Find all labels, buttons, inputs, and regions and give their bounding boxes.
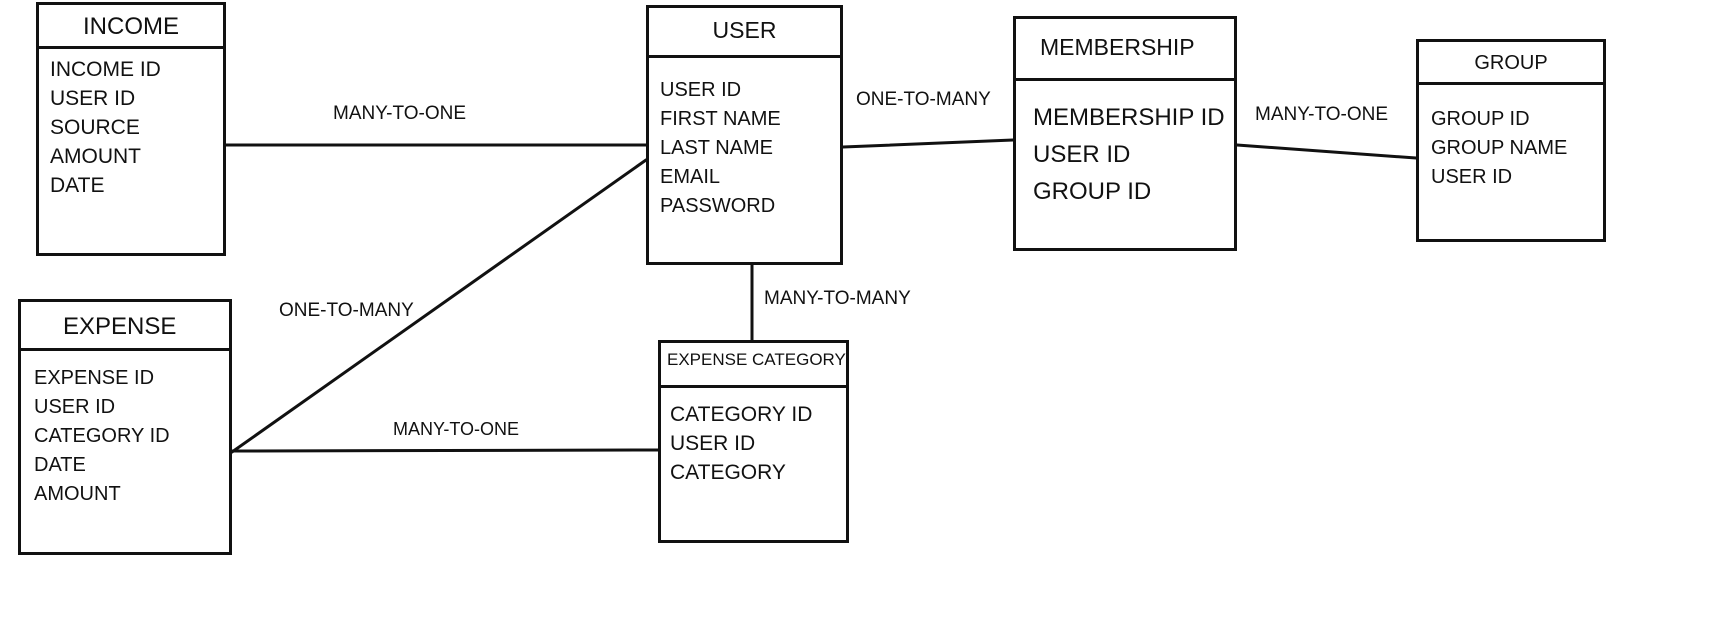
field-item: DATE [50, 174, 105, 197]
field-item: USER ID [670, 432, 756, 455]
entity-title: GROUP [1419, 42, 1603, 85]
field-item: USER ID [1431, 166, 1513, 188]
field-item: LAST NAME [660, 137, 773, 159]
entity-title: EXPENSE CATEGORY [661, 343, 846, 388]
relationship-label-membership-group: MANY-TO-ONE [1255, 104, 1389, 125]
entity-group: GROUP GROUP ID GROUP NAME USER ID [1416, 39, 1606, 242]
field-item: EXPENSE ID [34, 367, 155, 389]
entity-expense-category: EXPENSE CATEGORY CATEGORY ID USER ID CAT… [658, 340, 849, 543]
field-item: MEMBERSHIP ID [1033, 104, 1225, 131]
relationship-label-user-membership: ONE-TO-MANY [856, 89, 991, 110]
entity-title: EXPENSE [21, 302, 229, 351]
field-item: USER ID [34, 396, 116, 418]
field-item: GROUP ID [1431, 108, 1530, 130]
field-item: PASSWORD [660, 195, 776, 217]
field-item: GROUP NAME [1431, 137, 1568, 159]
field-list: CATEGORY ID USER ID CATEGORY [661, 388, 846, 487]
field-item: USER ID [50, 87, 136, 110]
entity-title: MEMBERSHIP [1016, 19, 1234, 81]
relationship-label-expense-user: ONE-TO-MANY [279, 300, 414, 321]
field-item: USER ID [660, 79, 742, 101]
entity-income: INCOME INCOME ID USER ID SOURCE AMOUNT D… [36, 2, 226, 256]
field-list: GROUP ID GROUP NAME USER ID [1419, 85, 1603, 192]
relationship-label-expense-expense-category: MANY-TO-ONE [393, 419, 520, 439]
line-expense-user [230, 158, 648, 454]
relationship-label-user-expense-category: MANY-TO-MANY [764, 288, 911, 309]
field-item: GROUP ID [1033, 178, 1152, 205]
field-item: CATEGORY ID [670, 403, 813, 426]
relationship-label-income-user: MANY-TO-ONE [333, 103, 467, 124]
field-list: INCOME ID USER ID SOURCE AMOUNT DATE [39, 49, 223, 200]
field-item: EMAIL [660, 166, 721, 188]
entity-expense: EXPENSE EXPENSE ID USER ID CATEGORY ID D… [18, 299, 232, 555]
field-item: AMOUNT [34, 483, 121, 505]
field-list: MEMBERSHIP ID USER ID GROUP ID [1016, 81, 1234, 210]
field-item: AMOUNT [50, 145, 141, 168]
line-user-membership [841, 138, 1015, 149]
field-item: CATEGORY ID [34, 425, 170, 447]
field-item: CATEGORY [670, 461, 786, 484]
field-item: FIRST NAME [660, 108, 781, 130]
field-item: USER ID [1033, 141, 1131, 168]
entity-membership: MEMBERSHIP MEMBERSHIP ID USER ID GROUP I… [1013, 16, 1237, 251]
field-item: SOURCE [50, 116, 140, 139]
entity-title: USER [649, 8, 840, 58]
entity-user: USER USER ID FIRST NAME LAST NAME EMAIL … [646, 5, 843, 265]
field-item: INCOME ID [50, 58, 161, 81]
field-list: USER ID FIRST NAME LAST NAME EMAIL PASSW… [649, 58, 840, 221]
field-item: DATE [34, 454, 86, 476]
entity-title: INCOME [39, 5, 223, 49]
line-membership-group [1235, 143, 1418, 160]
field-list: EXPENSE ID USER ID CATEGORY ID DATE AMOU… [21, 351, 229, 509]
line-expense-expcat [230, 448, 660, 453]
